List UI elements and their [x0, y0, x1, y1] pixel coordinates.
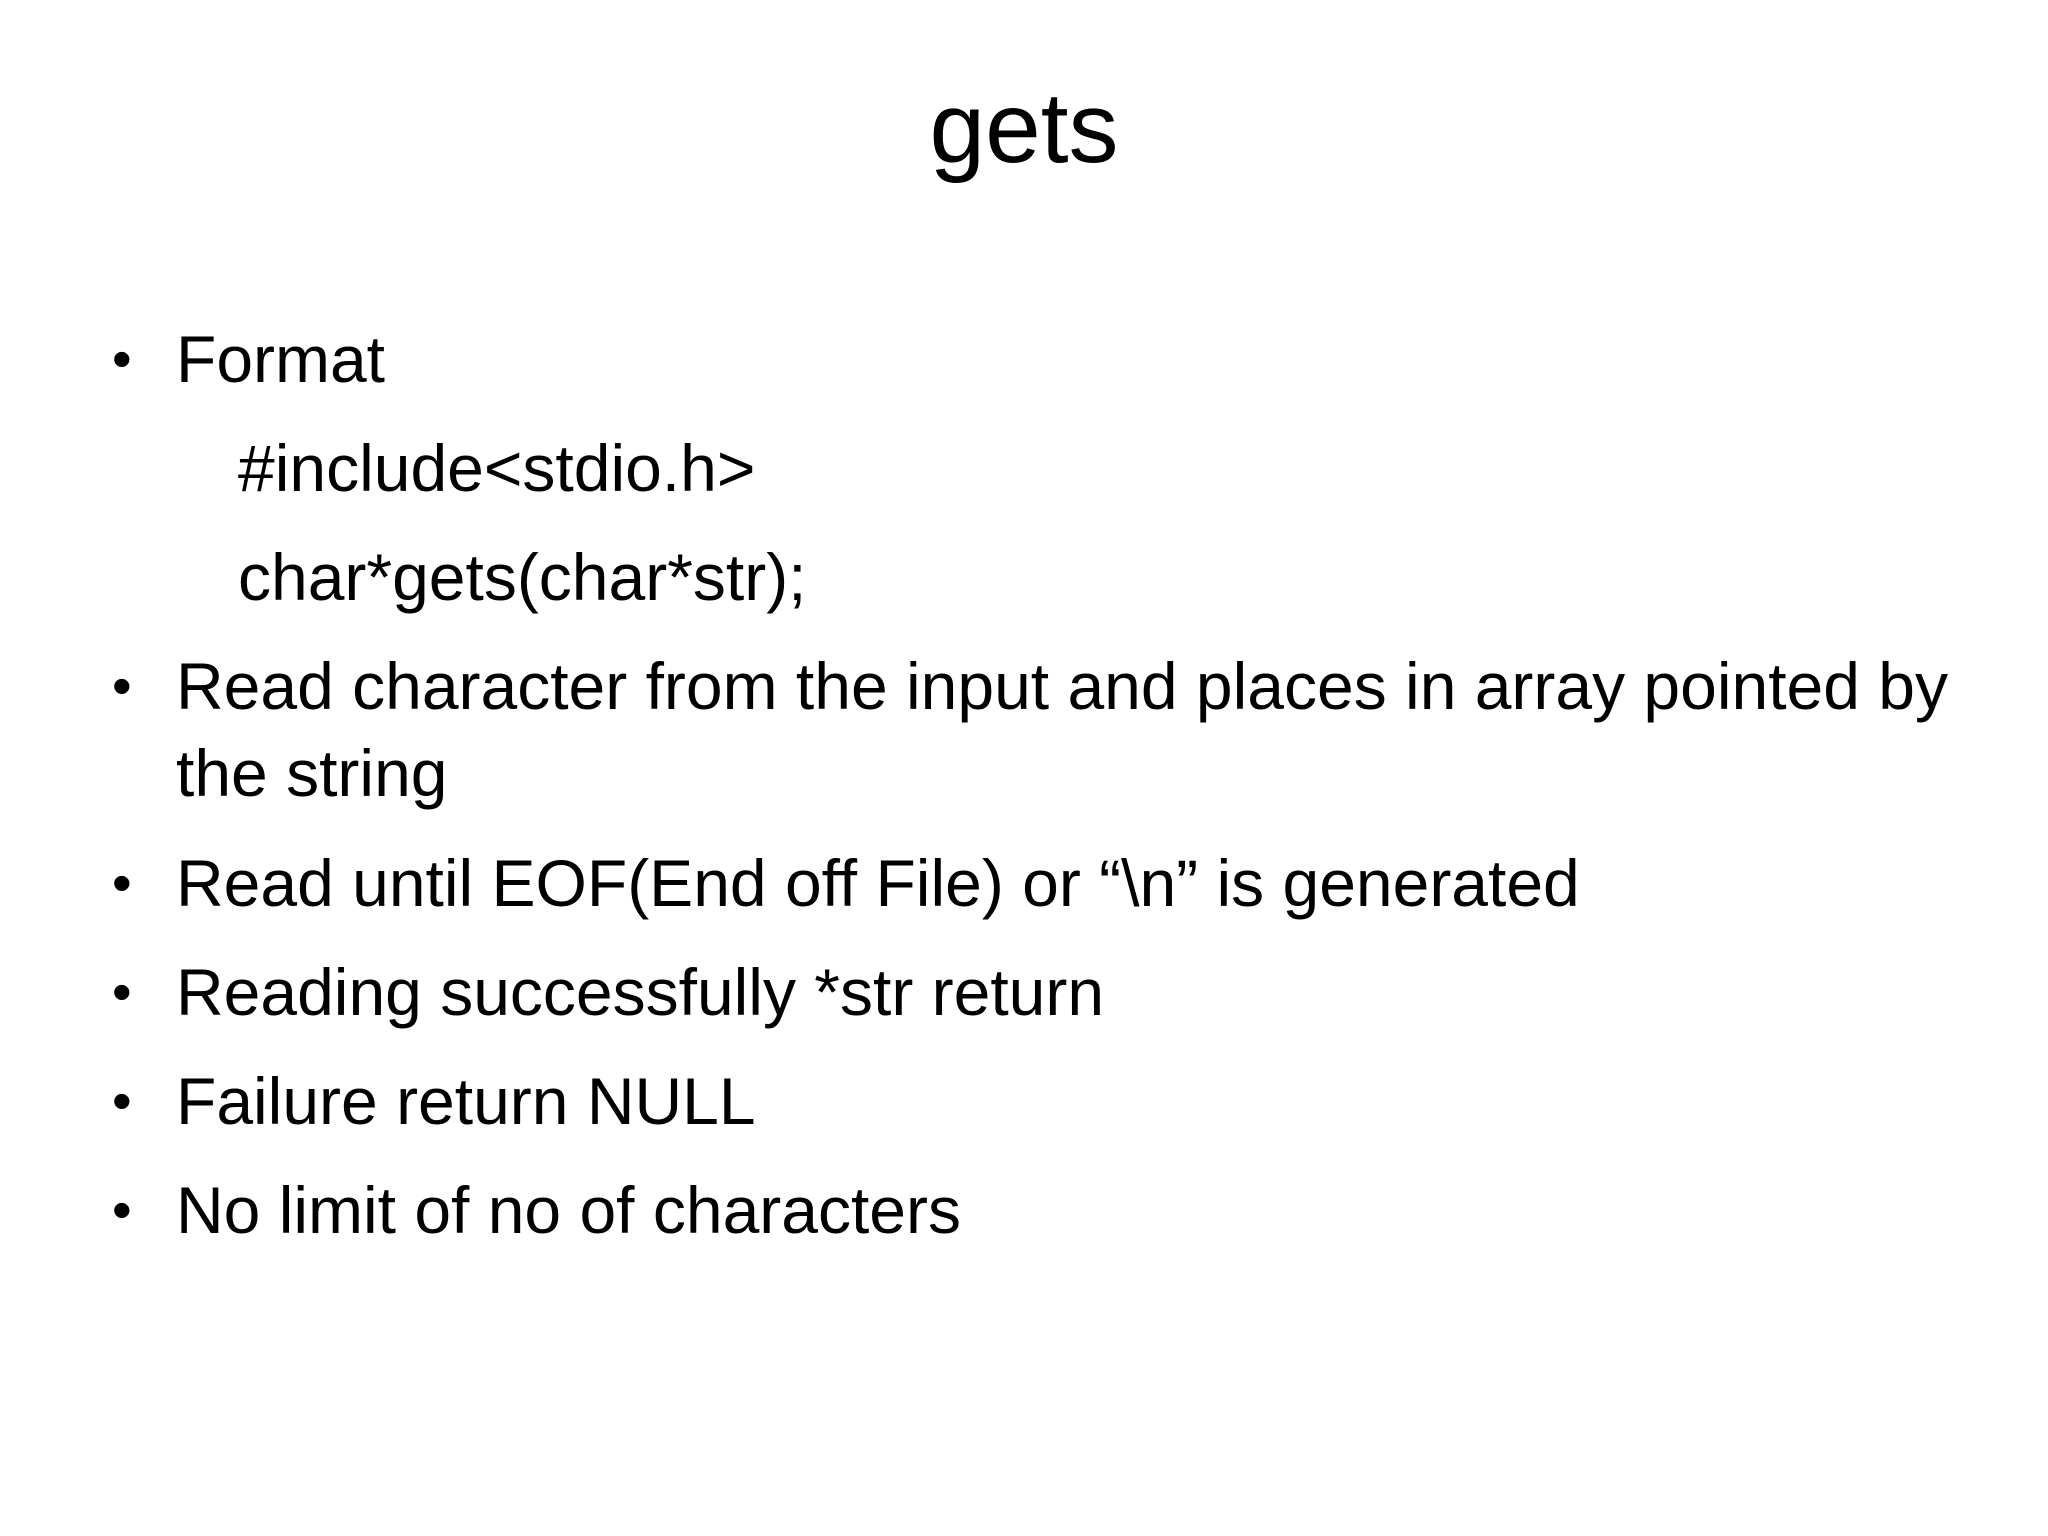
bullet-item-read-character: • Read character from the input and plac…	[112, 643, 1978, 817]
bullet-item-failure-null: • Failure return NULL	[112, 1058, 1978, 1145]
bullet-item-format: • Format	[112, 316, 1978, 403]
bullet-item-no-limit: • No limit of no of characters	[112, 1167, 1978, 1254]
bullet-list: • Format #include<stdio.h> char*gets(cha…	[0, 316, 2048, 1254]
bullet-text: No limit of no of characters	[176, 1172, 961, 1247]
code-text: char*gets(char*str);	[238, 540, 807, 615]
bullet-text: Read character from the input and places…	[176, 649, 1967, 811]
bullet-text: Reading successfully *str return	[176, 954, 1105, 1029]
code-line-prototype: char*gets(char*str);	[112, 534, 1978, 621]
bullet-icon: •	[112, 1177, 132, 1241]
bullet-icon: •	[112, 654, 132, 718]
bullet-item-read-until-eof: • Read until EOF(End off File) or “\n” i…	[112, 840, 1978, 927]
bullet-text: Read until EOF(End off File) or “\n” is …	[176, 845, 1580, 920]
bullet-icon: •	[112, 327, 132, 390]
bullet-item-reading-successfully: • Reading successfully *str return	[112, 949, 1978, 1036]
code-text: #include<stdio.h>	[238, 431, 756, 506]
bullet-icon: •	[112, 850, 132, 914]
slide-title: gets	[929, 72, 1119, 184]
bullet-text: Format	[176, 322, 386, 396]
bullet-icon: •	[112, 959, 132, 1023]
bullet-icon: •	[112, 1068, 132, 1132]
code-line-include: #include<stdio.h>	[112, 425, 1978, 512]
bullet-text: Failure return NULL	[176, 1063, 756, 1138]
